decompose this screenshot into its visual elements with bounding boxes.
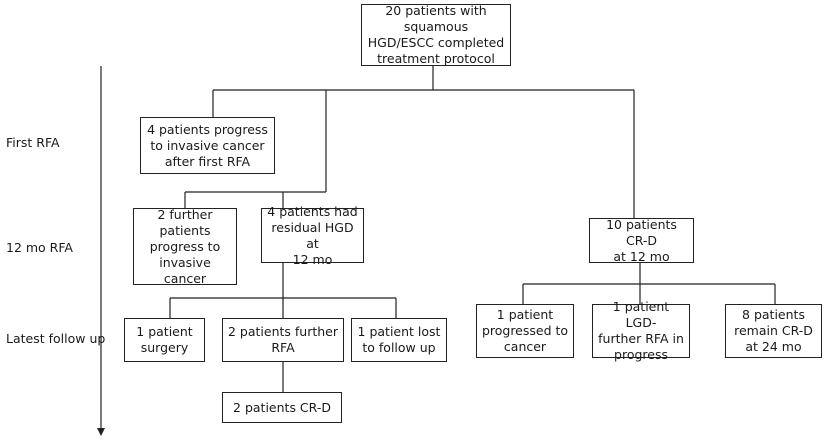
box-root: 20 patients with squamous HGD/ESCC compl… (361, 3, 511, 66)
box-further-progress: 2 further patients progress to invasive … (133, 207, 237, 286)
row-label-12-mo-rfa: 12 mo RFA (6, 240, 73, 255)
box-lgd-further-rfa: 1 patient LGD- further RFA in progress (592, 299, 690, 362)
box-crd-12mo: 10 patients CR-D at 12 mo (589, 217, 694, 264)
timeline-arrowhead (97, 428, 105, 436)
box-crd-2: 2 patients CR-D (222, 392, 342, 423)
box-residual-hgd: 4 patients had residual HGD at 12 mo (261, 204, 364, 267)
row-label-first-rfa: First RFA (6, 135, 60, 150)
box-further-rfa: 2 patients further RFA (222, 318, 344, 362)
box-progress-first: 4 patients progress to invasive cancer a… (140, 117, 275, 174)
box-surgery: 1 patient surgery (124, 318, 205, 362)
box-remain-crd: 8 patients remain CR-D at 24 mo (725, 304, 822, 358)
box-lost-follow-up: 1 patient lost to follow up (351, 318, 447, 362)
row-label-latest-follow-up: Latest follow up (6, 331, 106, 346)
box-progressed-cancer: 1 patient progressed to cancer (476, 304, 574, 358)
